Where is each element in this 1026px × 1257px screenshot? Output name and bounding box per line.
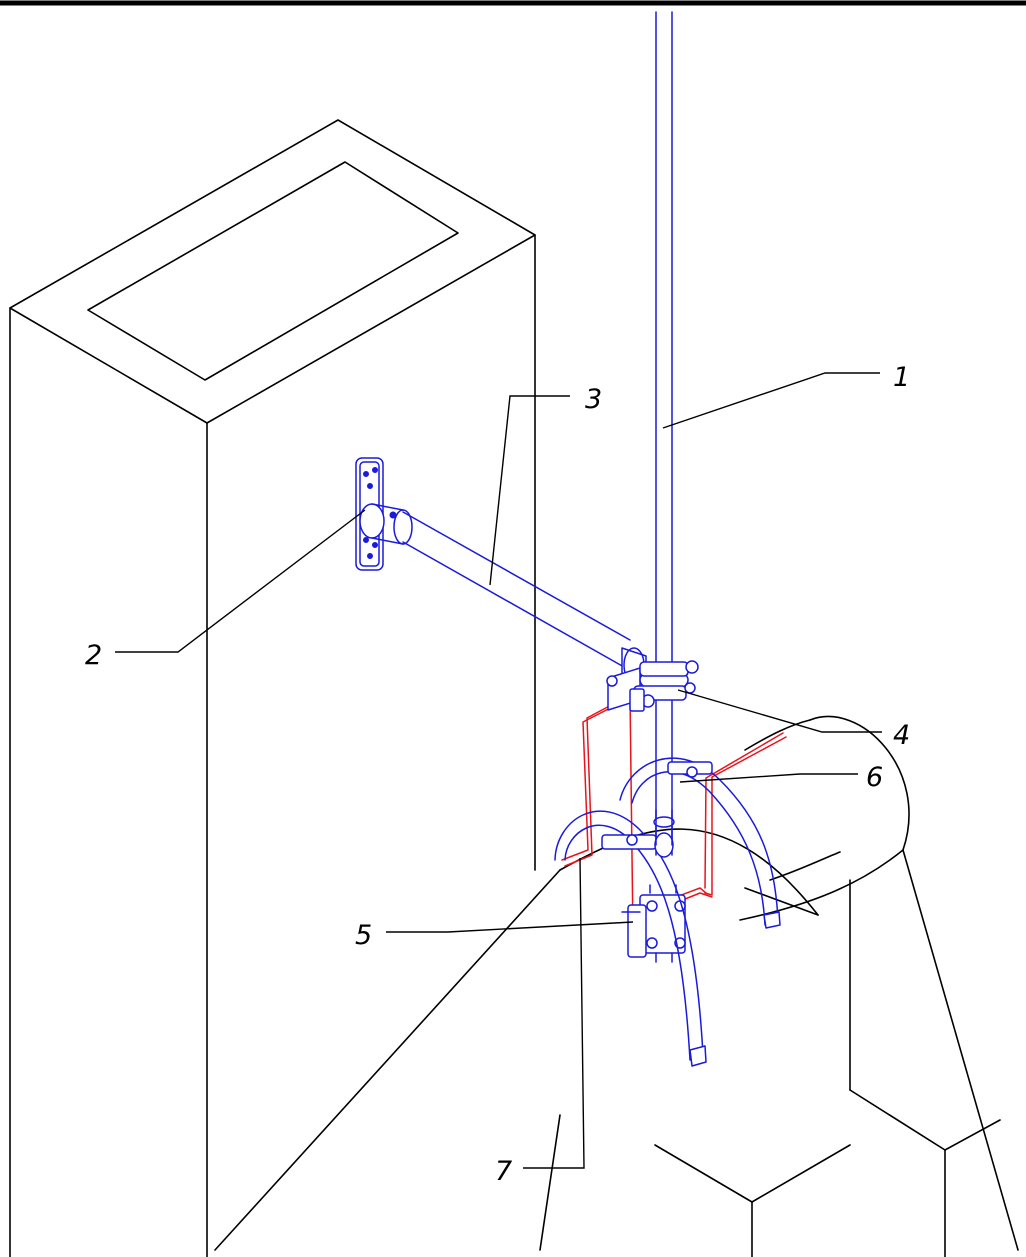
leader-3 [489, 395, 570, 586]
callout-7: 7 [495, 1156, 512, 1187]
callout-6: 6 [866, 762, 883, 793]
ridge-saddle-clamp [554, 757, 781, 1067]
roof-ridge [214, 715, 1019, 1257]
standoff-arm [359, 503, 647, 687]
leader-7 [523, 857, 585, 1169]
leader-6 [679, 773, 858, 783]
callout-2: 2 [85, 640, 102, 671]
chimney-block [9, 119, 536, 1257]
mast-tube [655, 11, 673, 856]
leader-2 [115, 509, 366, 653]
callout-1: 1 [893, 362, 910, 393]
leader-4 [677, 689, 882, 733]
mast-clamp-upper [606, 660, 699, 712]
callout-3: 3 [585, 384, 602, 415]
leader-5 [386, 921, 634, 933]
leader-lines [115, 372, 882, 1169]
callout-4: 4 [893, 720, 910, 751]
leader-1 [662, 372, 880, 429]
mast-clamp-lower [621, 884, 686, 963]
callout-5: 5 [355, 920, 372, 951]
